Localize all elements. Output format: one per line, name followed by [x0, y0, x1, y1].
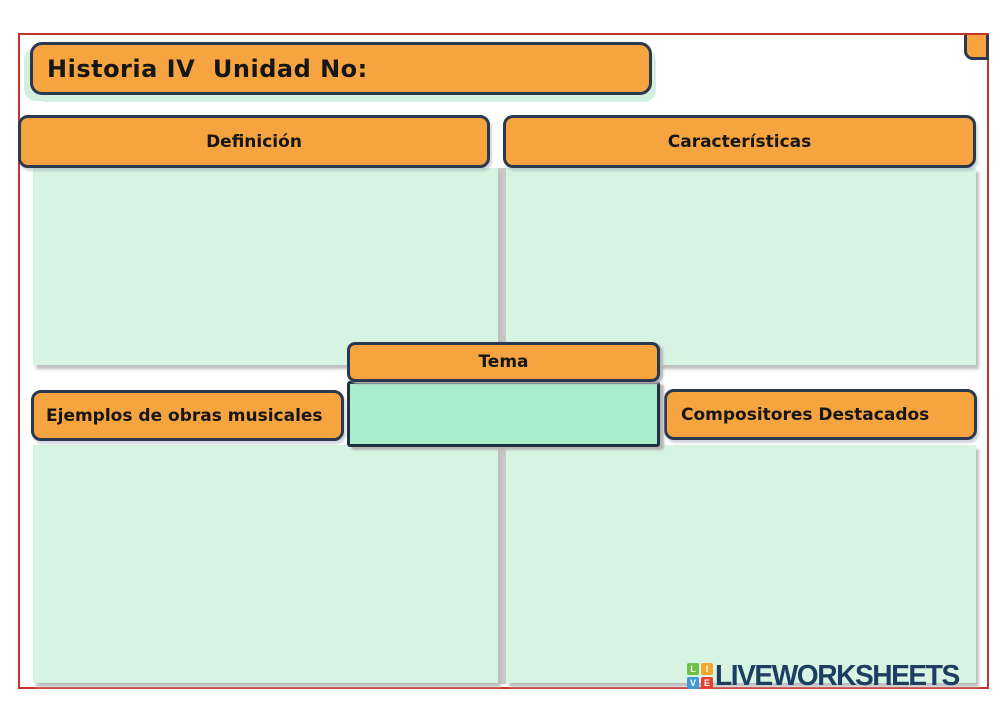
answer-area-tema[interactable] [347, 381, 660, 447]
header-ejemplos: Ejemplos de obras musicales [31, 390, 344, 441]
header-compositores: Compositores Destacados [664, 389, 977, 440]
header-ejemplos-label: Ejemplos de obras musicales [46, 405, 323, 426]
liveworksheets-logo-text: LIVEWORKSHEETS [715, 659, 960, 692]
panel-divider-bottom [498, 445, 506, 684]
answer-area-caracteristicas[interactable] [506, 168, 976, 365]
answer-area-definicion[interactable] [33, 168, 498, 365]
header-tema-label: Tema [478, 352, 529, 372]
page-border [18, 33, 989, 689]
header-definicion: Definición [18, 115, 490, 168]
answer-area-compositores[interactable] [506, 445, 976, 683]
header-caracteristicas-label: Características [667, 131, 812, 152]
header-compositores-label: Compositores Destacados [681, 404, 930, 425]
answer-area-ejemplos[interactable] [33, 445, 498, 683]
panel-divider-top [498, 168, 506, 367]
logo-square-l: L [687, 663, 699, 675]
logo-square-i: I [701, 663, 713, 675]
worksheet-title: Historia IV Unidad No: [47, 54, 368, 83]
header-caracteristicas: Características [503, 115, 976, 168]
corner-tab [964, 35, 989, 60]
header-definicion-label: Definición [206, 131, 302, 152]
logo-square-v: V [687, 677, 699, 689]
logo-square-e: E [701, 677, 713, 689]
worksheet-title-bar: Historia IV Unidad No: [30, 42, 652, 95]
liveworksheets-logo[interactable]: L I V E LIVEWORKSHEETS [687, 660, 966, 692]
header-tema: Tema [347, 342, 660, 382]
liveworksheets-logo-icon: L I V E [687, 663, 713, 689]
